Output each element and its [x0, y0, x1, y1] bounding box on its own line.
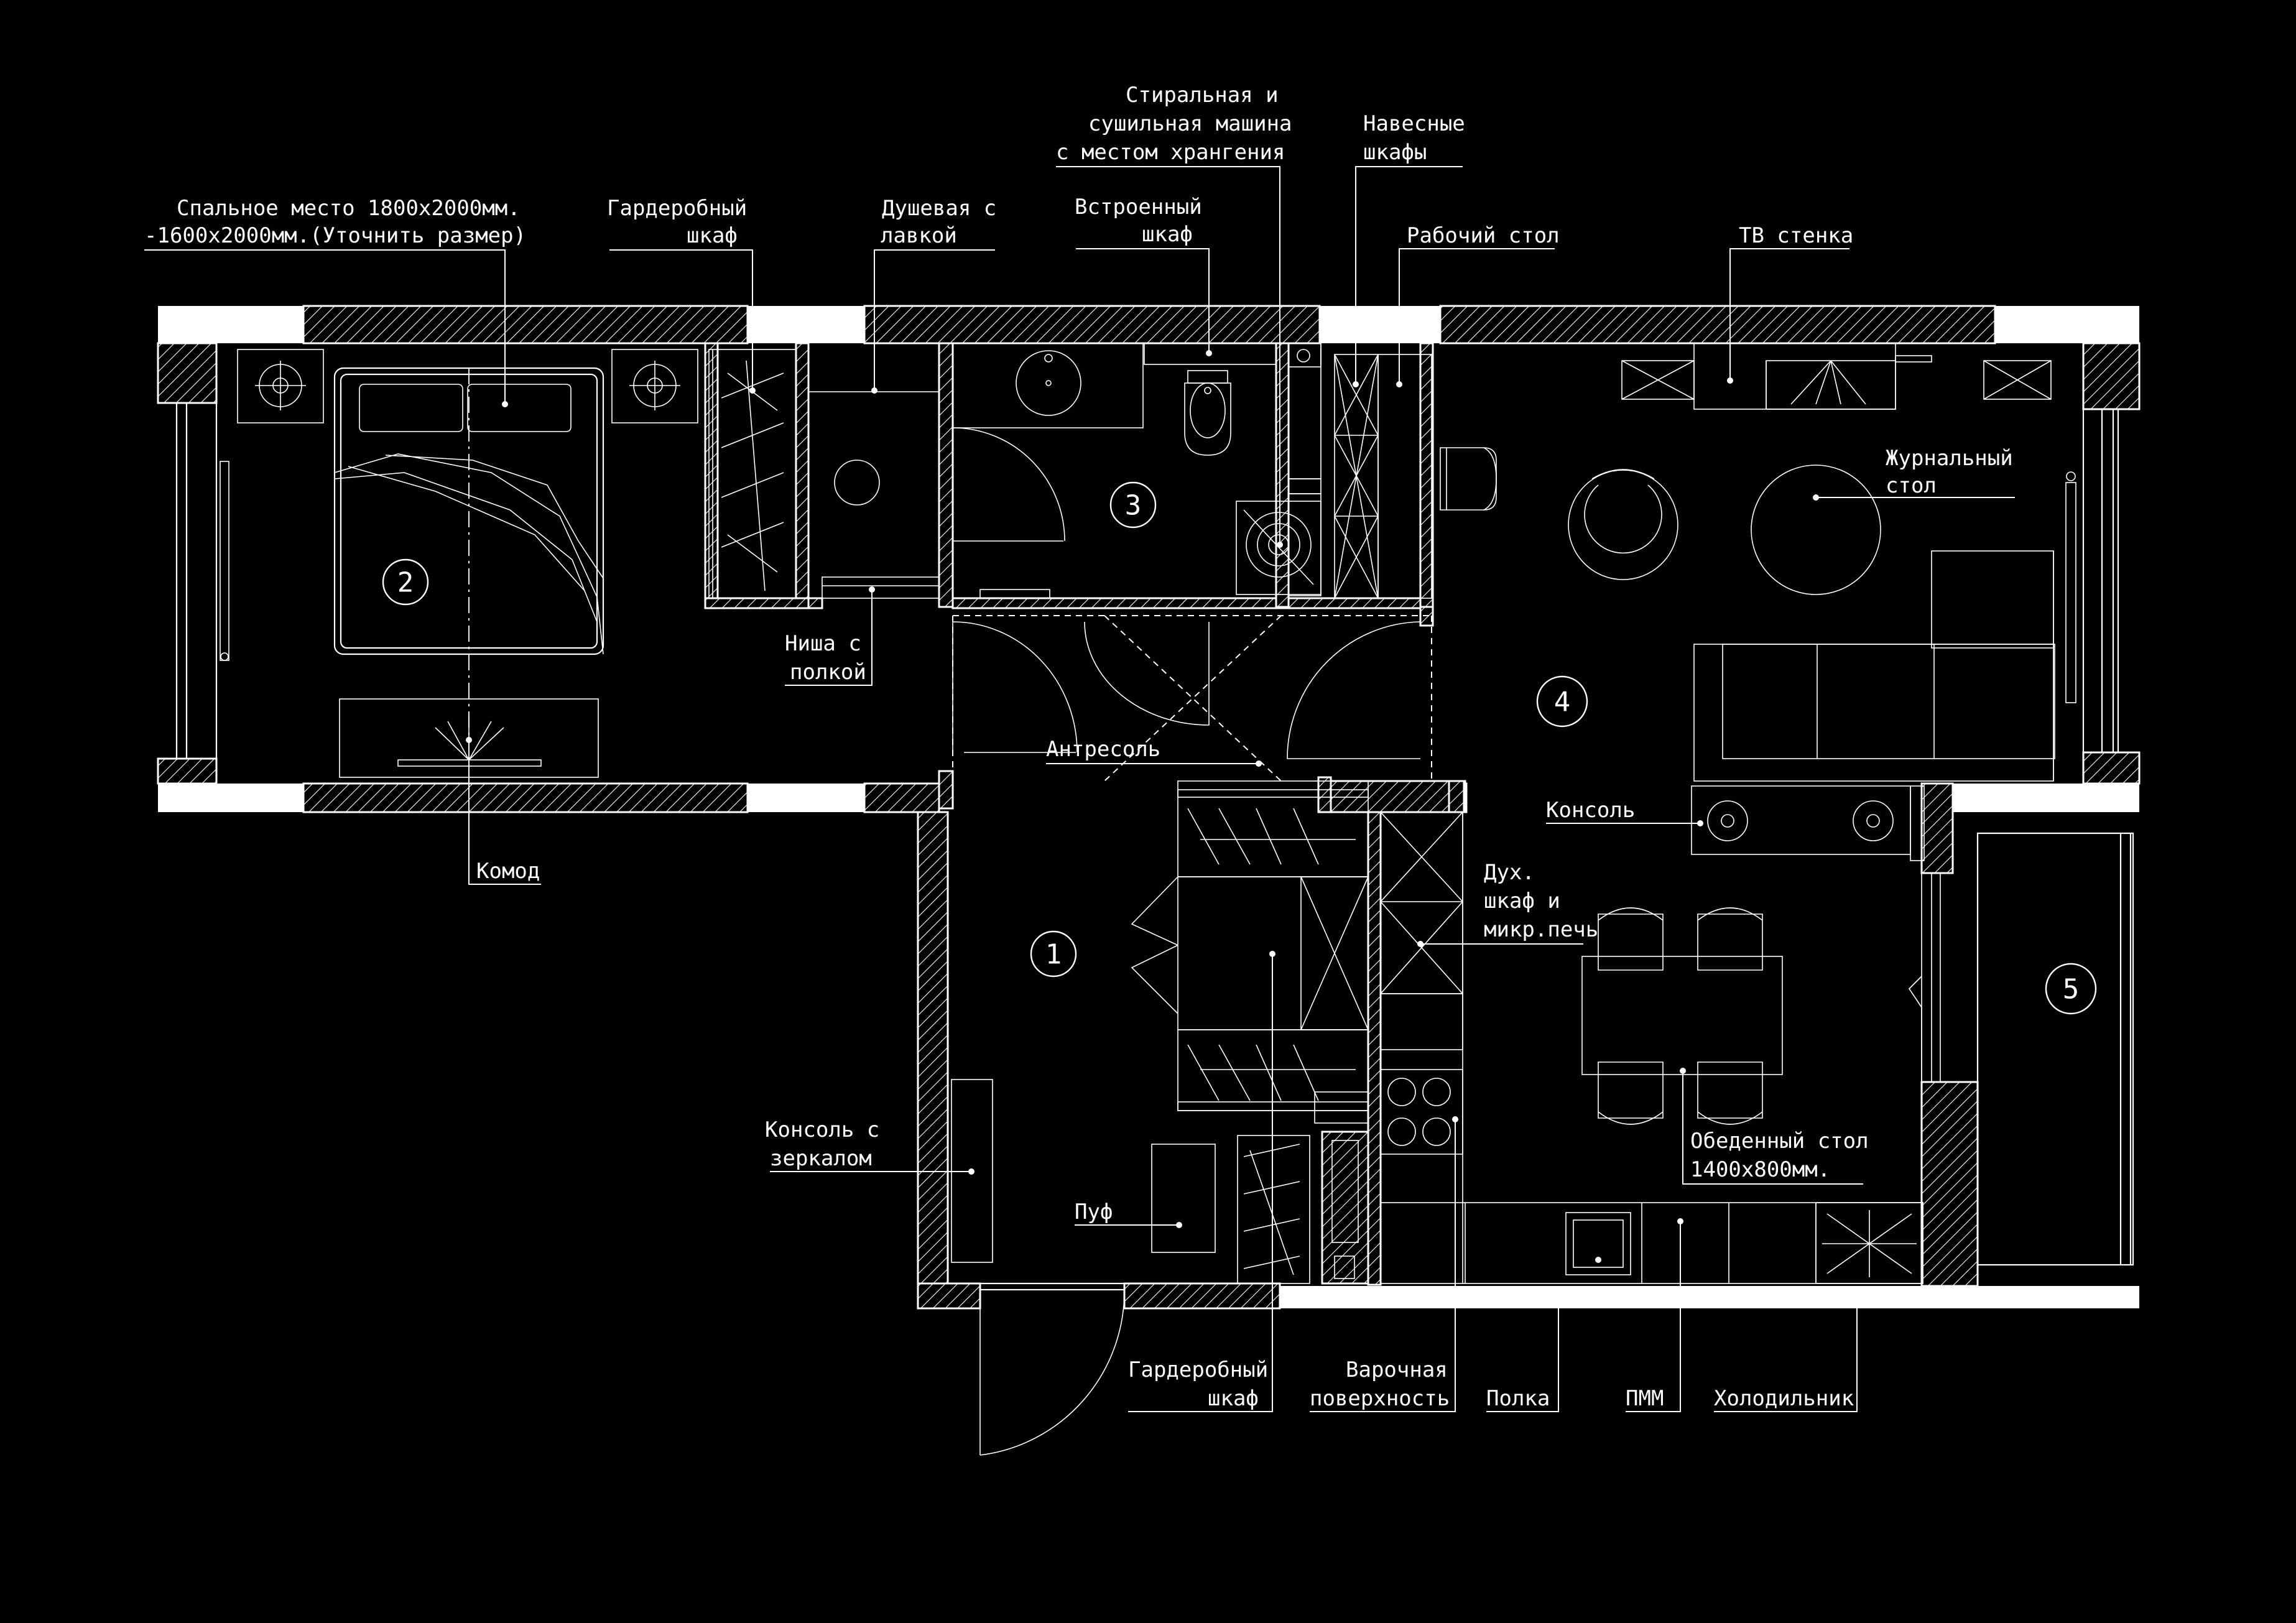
svg-text:Холодильник: Холодильник	[1714, 1386, 1854, 1411]
svg-text:Дух.: Дух.	[1484, 860, 1535, 885]
label-niche: Ниша с полкой	[785, 586, 875, 686]
svg-text:шкафы: шкафы	[1363, 140, 1427, 165]
label-dining-table: Обеденный стол 1400х800мм.	[1680, 1068, 1869, 1185]
svg-text:Консоль: Консоль	[1546, 798, 1635, 823]
room-marker-5	[2045, 963, 2097, 1015]
svg-text:с местом хрангения: с местом хрангения	[1056, 140, 1285, 165]
label-wardrobe-bedroom: Гардеробный шкаф	[607, 196, 756, 394]
hallway: 1	[951, 589, 1432, 1456]
label-shelf: Полка	[1486, 1257, 1601, 1412]
svg-text:Рабочий стол: Рабочий стол	[1407, 223, 1560, 248]
armchair-icon	[1568, 469, 1678, 580]
svg-text:Ниша с: Ниша с	[785, 631, 861, 656]
hob-icon	[1380, 1069, 1463, 1155]
room-number-2: 2	[397, 567, 414, 599]
svg-text:лавкой: лавкой	[881, 223, 957, 248]
fridge-icon	[1815, 1202, 1923, 1284]
room-number-4: 4	[1554, 687, 1571, 718]
bedroom: 2	[220, 349, 797, 784]
label-fridge: Холодильник	[1714, 1308, 1858, 1412]
svg-text:Обеденный стол: Обеденный стол	[1690, 1129, 1869, 1154]
svg-text:Навесные: Навесные	[1363, 111, 1465, 136]
label-builtin: Встроенный шкаф	[1075, 195, 1212, 356]
label-shower: Душевая с лавкой	[871, 196, 996, 394]
label-console-mirror: Консоль с зеркалом	[765, 1117, 974, 1175]
bed-icon	[333, 367, 604, 784]
svg-text:Антресоль: Антресоль	[1046, 737, 1160, 762]
label-tv: ТВ стенка	[1727, 223, 1853, 384]
room-marker-1	[1030, 930, 1077, 978]
svg-text:Комод: Комод	[476, 859, 540, 884]
label-console: Консоль	[1546, 798, 1703, 826]
label-bed: Спальное место 1800х2000мм. -1600х2000мм…	[144, 196, 526, 407]
room-marker-4	[1536, 675, 1588, 728]
label-wall-cabinets: Навесные шкафы	[1353, 111, 1465, 387]
sink-icon	[1016, 350, 1081, 416]
label-desk: Рабочий стол	[1396, 223, 1560, 387]
svg-text:Полка: Полка	[1486, 1386, 1550, 1411]
svg-text:Встроенный: Встроенный	[1075, 195, 1202, 220]
label-washer: Стиральная и сушильная машина с местом х…	[1056, 83, 1292, 548]
room-marker-2	[382, 558, 429, 606]
label-dresser: Комод	[466, 737, 541, 885]
svg-text:Гардеробный: Гардеробный	[1128, 1357, 1268, 1382]
label-pouf: Пуф	[1075, 1200, 1182, 1228]
svg-text:шкаф: шкаф	[687, 223, 738, 248]
svg-text:микр.печь: микр.печь	[1484, 917, 1598, 942]
svg-text:поверхность: поверхность	[1310, 1386, 1450, 1411]
armchair-icon	[1440, 447, 1497, 511]
svg-text:Душевая с: Душевая с	[882, 196, 996, 221]
svg-text:ТВ стенка: ТВ стенка	[1739, 223, 1853, 248]
svg-text:шкаф: шкаф	[1208, 1386, 1259, 1411]
svg-text:Гардеробный: Гардеробный	[607, 196, 747, 221]
label-mezzanine: Антресоль	[1046, 737, 1262, 767]
label-coffee-table: Журнальный стол	[1813, 446, 2015, 501]
svg-text:Журнальный: Журнальный	[1886, 446, 2013, 471]
room-number-5: 5	[2063, 974, 2080, 1006]
svg-text:шкаф и: шкаф и	[1484, 889, 1560, 913]
svg-text:шкаф: шкаф	[1142, 222, 1193, 247]
label-dishwasher: ПММ	[1626, 1218, 1683, 1412]
label-hob: Варочная поверхность	[1310, 1116, 1458, 1412]
room-number-3: 3	[1125, 490, 1142, 522]
svg-text:полкой: полкой	[790, 660, 866, 685]
svg-text:Варочная: Варочная	[1346, 1357, 1448, 1382]
walls	[157, 305, 2141, 1310]
toilet-icon	[1184, 370, 1231, 456]
svg-text:1400х800мм.: 1400х800мм.	[1690, 1157, 1830, 1182]
bathroom: 3	[952, 343, 1322, 596]
svg-text:стол: стол	[1886, 473, 1937, 498]
svg-text:ПММ: ПММ	[1626, 1386, 1664, 1411]
dining-chair-icon	[1598, 907, 1763, 1125]
room-number-1: 1	[1045, 939, 1062, 971]
svg-text:Консоль с: Консоль с	[765, 1117, 879, 1142]
sofa-icon	[1693, 550, 2055, 782]
svg-text:сушильная машина: сушильная машина	[1088, 111, 1292, 136]
svg-text:Стиральная и: Стиральная и	[1126, 83, 1279, 108]
coffee-table-icon	[1751, 465, 1881, 595]
shower-area	[808, 391, 940, 599]
label-wardrobe-hall: Гардеробный шкаф	[1128, 951, 1275, 1412]
living-kitchen: 4 5	[1334, 343, 2097, 1284]
room-marker-3	[1109, 481, 1157, 529]
svg-text:-1600х2000мм.(Уточнить размер): -1600х2000мм.(Уточнить размер)	[144, 223, 526, 248]
svg-text:Спальное место 1800х2000мм.: Спальное место 1800х2000мм.	[177, 196, 521, 221]
annotations: Спальное место 1800х2000мм. -1600х2000мм…	[144, 83, 2015, 1412]
label-oven: Дух. шкаф и микр.печь	[1417, 860, 1598, 947]
svg-text:Пуф: Пуф	[1075, 1200, 1113, 1224]
svg-text:зеркалом: зеркалом	[770, 1146, 872, 1171]
